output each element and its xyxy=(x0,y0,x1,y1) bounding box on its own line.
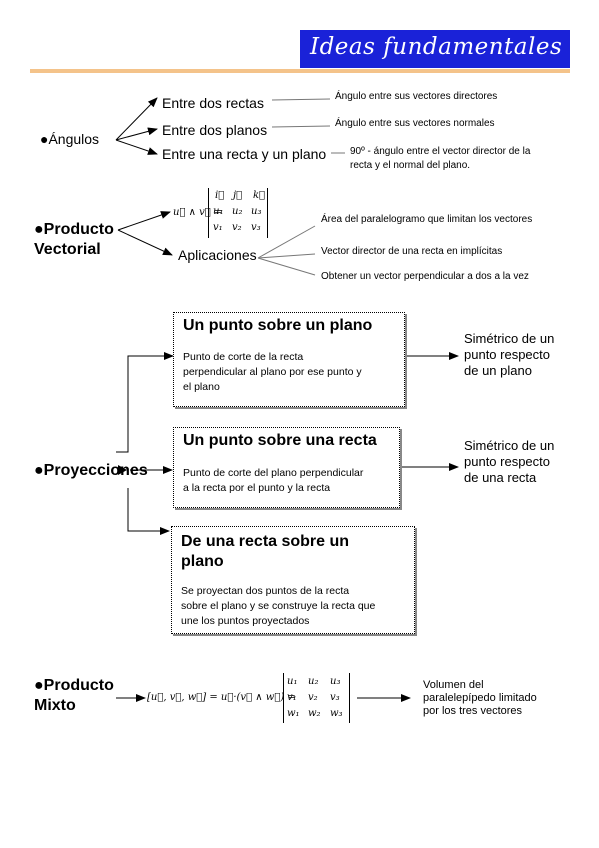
result-line: Simétrico de un xyxy=(464,331,555,346)
box-punto-plano: Un punto sobre un plano Punto de corte d… xyxy=(173,312,405,407)
box-title: plano xyxy=(181,553,224,570)
result-line: punto respecto xyxy=(464,347,551,362)
angulo-rectas-detail: Ángulo entre sus vectores directores xyxy=(335,91,498,102)
box-punto-recta: Un punto sobre una recta Punto de corte … xyxy=(173,427,400,508)
matrix-cell: v₁ xyxy=(213,222,223,233)
producto-mixto-label-2: Mixto xyxy=(34,697,76,714)
cross-product-matrix: i⃗ j⃗ k⃗ u₁ u₂ u₃ v₁ v₂ v₃ xyxy=(208,188,268,238)
box-body-line: a la recta por el punto y la recta xyxy=(183,482,331,494)
title-underline xyxy=(30,69,570,73)
producto-mixto-label-1: ●Producto xyxy=(34,677,114,694)
box-body-line: Punto de corte del plano perpendicular xyxy=(183,467,364,479)
angulo-rectas-label: Entre dos rectas xyxy=(162,95,264,111)
matrix-cell: u₂ xyxy=(308,676,319,687)
box-body-line: une los puntos proyectados xyxy=(181,615,310,627)
result-line: punto respecto xyxy=(464,454,551,469)
angulo-planos-label: Entre dos planos xyxy=(162,122,268,138)
angulo-recta-plano-detail-1: 90º - ángulo entre el vector director de… xyxy=(350,146,531,157)
matrix-cell: u₂ xyxy=(232,206,243,217)
matrix-cell: v₂ xyxy=(308,692,318,703)
matrix-cell: w₁ xyxy=(287,708,300,719)
matrix-cell: v₃ xyxy=(330,692,340,703)
cross-product-lhs: u⃗ ∧ v⃗ = xyxy=(173,207,223,218)
matrix-cell: w₂ xyxy=(308,708,321,719)
result-line: de una recta xyxy=(464,470,537,485)
result-line: paralelepípedo limitado xyxy=(423,692,537,704)
box-body-line: el plano xyxy=(183,381,220,393)
aplicacion-area: Área del paralelogramo que limitan los v… xyxy=(321,214,533,225)
page-title: Ideas fundamentales xyxy=(310,34,563,60)
result-line: Volumen del xyxy=(423,679,484,691)
matrix-cell: v₁ xyxy=(287,692,297,703)
result-line: de un plano xyxy=(464,363,532,378)
angulo-recta-plano-detail-2: recta y el normal del plano. xyxy=(350,160,471,171)
matrix-cell: k⃗ xyxy=(253,190,266,201)
title-banner xyxy=(300,30,570,68)
matrix-cell: j⃗ xyxy=(233,190,243,201)
angulos-label: ●Ángulos xyxy=(40,131,100,147)
matrix-cell: i⃗ xyxy=(215,190,225,201)
box-recta-plano: De una recta sobre un plano Se proyectan… xyxy=(171,526,415,634)
result-simetrico-plano: Simétrico de un punto respecto de un pla… xyxy=(464,331,554,379)
result-line: Simétrico de un xyxy=(464,438,555,453)
proyecciones-arrow-icon xyxy=(118,465,127,475)
triple-product-formula: [u⃗, v⃗, w⃗] = u⃗·(v⃗ ∧ w⃗) = xyxy=(147,692,296,703)
box-title: De una recta sobre un xyxy=(181,533,350,550)
box-body-line: Punto de corte de la recta xyxy=(183,351,304,363)
matrix-cell: u₃ xyxy=(330,676,341,687)
result-simetrico-recta: Simétrico de un punto respecto de una re… xyxy=(464,438,554,486)
angulo-recta-plano-label: Entre una recta y un plano xyxy=(162,146,327,162)
matrix-cell: u₃ xyxy=(251,206,262,217)
result-line: por los tres vectores xyxy=(423,705,523,717)
box-body-line: Se proyectan dos puntos de la recta xyxy=(181,585,350,597)
matrix-cell: u₁ xyxy=(213,206,224,217)
matrix-cell: w₃ xyxy=(330,708,343,719)
aplicacion-perpendicular: Obtener un vector perpendicular a dos a … xyxy=(321,271,529,282)
proyecciones-label: ●Proyecciones xyxy=(34,462,148,479)
producto-vectorial-label-1: ●Producto xyxy=(34,221,114,238)
aplicacion-vector-director: Vector director de una recta en implícit… xyxy=(321,246,503,257)
matrix-cell: v₂ xyxy=(232,222,242,233)
producto-vectorial-label-2: Vectorial xyxy=(34,241,101,258)
box-title: Un punto sobre un plano xyxy=(183,317,373,334)
matrix-cell: u₁ xyxy=(287,676,298,687)
angulo-planos-detail: Ángulo entre sus vectores normales xyxy=(335,118,495,129)
box-body-line: perpendicular al plano por ese punto y xyxy=(183,366,362,378)
triple-product-matrix: u₁ u₂ u₃ v₁ v₂ v₃ w₁ w₂ w₃ xyxy=(283,673,350,723)
aplicaciones-label: Aplicaciones xyxy=(178,247,257,263)
volumen-description: Volumen del paralelepípedo limitado por … xyxy=(423,679,537,718)
matrix-cell: v₃ xyxy=(251,222,261,233)
box-body-line: sobre el plano y se construye la recta q… xyxy=(181,600,376,612)
box-title: Un punto sobre una recta xyxy=(183,432,377,449)
